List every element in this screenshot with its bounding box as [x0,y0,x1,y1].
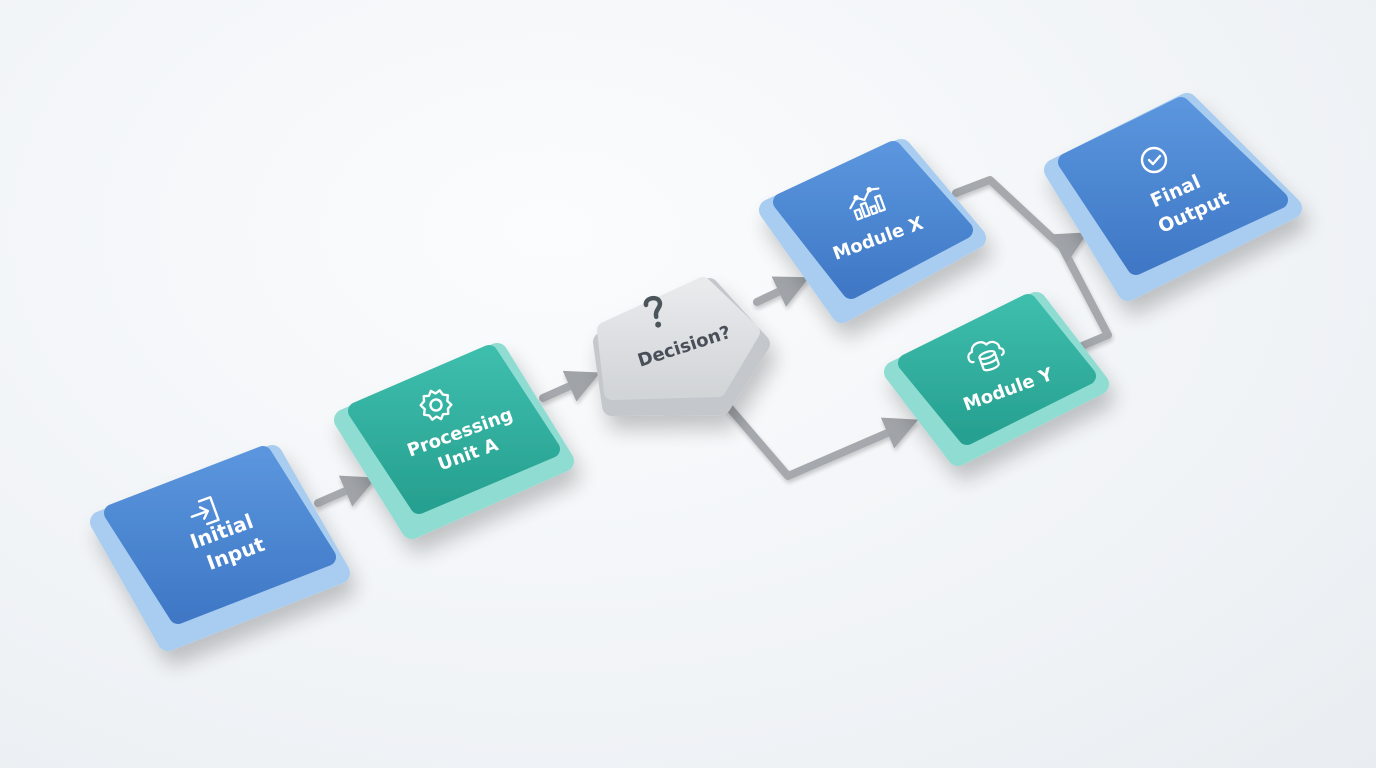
gear-icon [419,389,453,421]
connector-input-to-processing [314,475,377,507]
cloud-database-icon [967,340,1005,372]
check-circle-icon [1140,146,1168,174]
connector-processing-to-decision [539,370,601,402]
node-processing-unit-a[interactable]: Processing Unit A [334,343,574,539]
node-module-x[interactable]: Module X [759,139,986,323]
connectors [314,176,1112,507]
connector-module-y-to-join [1058,243,1112,350]
node-final-output[interactable]: Final Output [1044,93,1302,301]
connector-decision-to-module-y [723,401,919,480]
enter-icon [190,496,220,526]
node-module-y[interactable]: Module Y [884,292,1109,466]
connector-decision-to-module-x [753,276,810,307]
chart-icon [849,187,887,221]
connector-module-x-to-join [952,176,1066,251]
question-mark-icon [643,295,663,328]
node-initial-input[interactable]: Initial Input [90,445,350,651]
node-decision[interactable]: Decision? [593,277,770,416]
connector-join-to-final-output [1050,232,1088,264]
